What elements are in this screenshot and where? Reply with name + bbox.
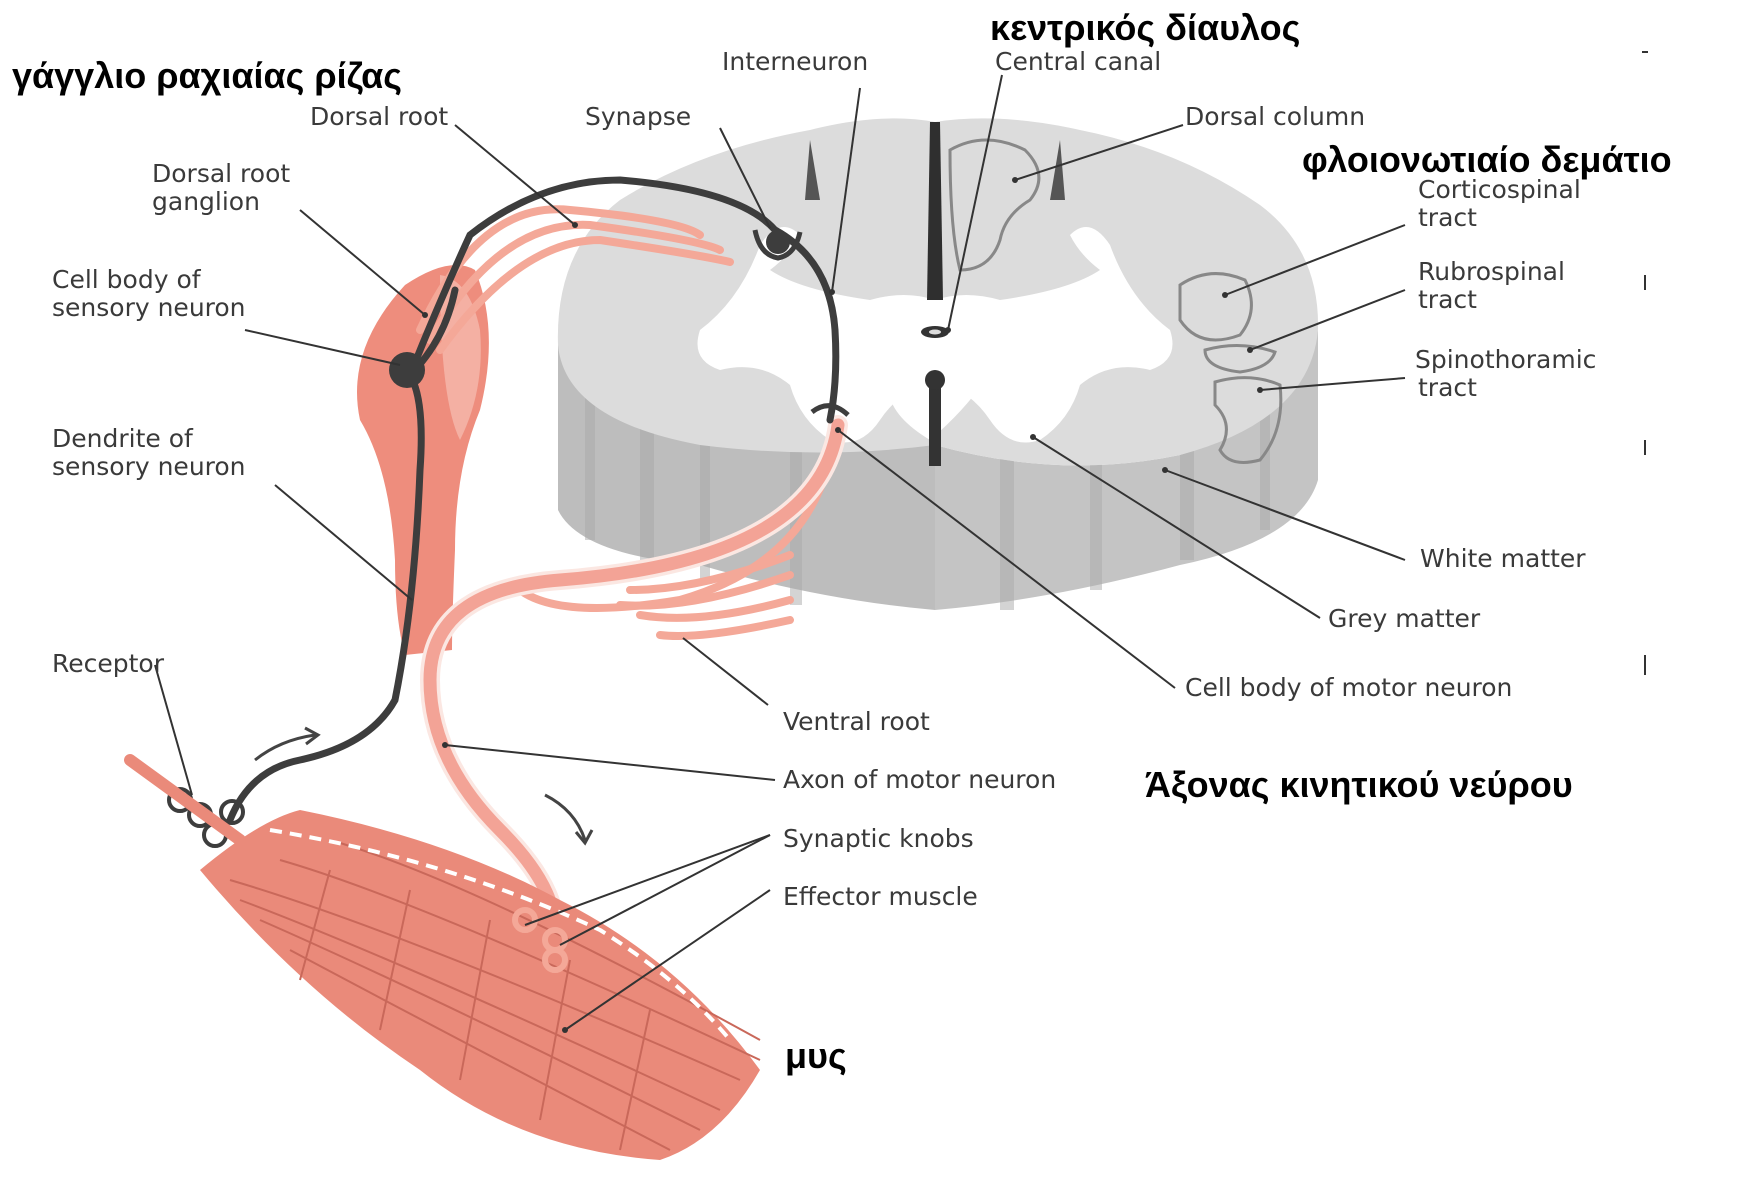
label-cell-body-sensory-line2: sensory neuron <box>52 293 246 322</box>
synapse-knob <box>766 230 790 254</box>
label-dorsal-root: Dorsal root <box>310 102 448 131</box>
motor-direction-arrow <box>545 795 585 840</box>
label-grey-matter: Grey matter <box>1328 604 1481 633</box>
label-dorsal-root-ganglion-line1: Dorsal root <box>152 159 290 188</box>
label-synapse: Synapse <box>585 102 691 131</box>
label-white-matter: White matter <box>1420 544 1586 573</box>
label-synaptic-knobs: Synaptic knobs <box>783 824 974 853</box>
ventral-median-fissure <box>929 378 941 466</box>
label-dendrite-sensory-line2: sensory neuron <box>52 452 246 481</box>
label-corticospinal-line2: tract <box>1418 203 1477 232</box>
label-cell-body-motor: Cell body of motor neuron <box>1185 673 1512 702</box>
label-central-canal: Central canal <box>995 47 1161 76</box>
label-effector-muscle: Effector muscle <box>783 882 978 911</box>
greek-muscle: μυς <box>785 1035 847 1076</box>
central-canal-lumen <box>929 330 941 335</box>
label-ventral-root: Ventral root <box>783 707 930 736</box>
label-receptor: Receptor <box>52 649 165 678</box>
label-spinothoramic-line1: Spinothoramic <box>1415 345 1596 374</box>
label-dorsal-column: Dorsal column <box>1185 102 1365 131</box>
greek-central-canal: κεντρικός δίαυλος <box>990 7 1300 48</box>
greek-corticospinal: φλοιονωτιαίο δεμάτιο <box>1302 139 1672 180</box>
label-cell-body-sensory-line1: Cell body of <box>52 265 202 294</box>
greek-motor-axon: Άξονας κινητικού νεύρου <box>1145 764 1573 805</box>
label-rubrospinal-line1: Rubrospinal <box>1418 257 1565 286</box>
label-dendrite-sensory-line1: Dendrite of <box>52 424 194 453</box>
spinal-cord <box>558 118 1318 610</box>
greek-dorsal-root-ganglion: γάγγλιο ραχιαίας ρίζας <box>12 55 402 96</box>
label-interneuron: Interneuron <box>722 47 868 76</box>
sensory-cell-body <box>389 352 425 388</box>
ventral-fissure-top <box>925 370 945 390</box>
label-axon-motor: Axon of motor neuron <box>783 765 1056 794</box>
label-dorsal-root-ganglion-line2: ganglion <box>152 187 260 216</box>
label-spinothoramic-line2: tract <box>1418 373 1477 402</box>
muscle-body <box>200 810 760 1160</box>
label-rubrospinal-line2: tract <box>1418 285 1477 314</box>
